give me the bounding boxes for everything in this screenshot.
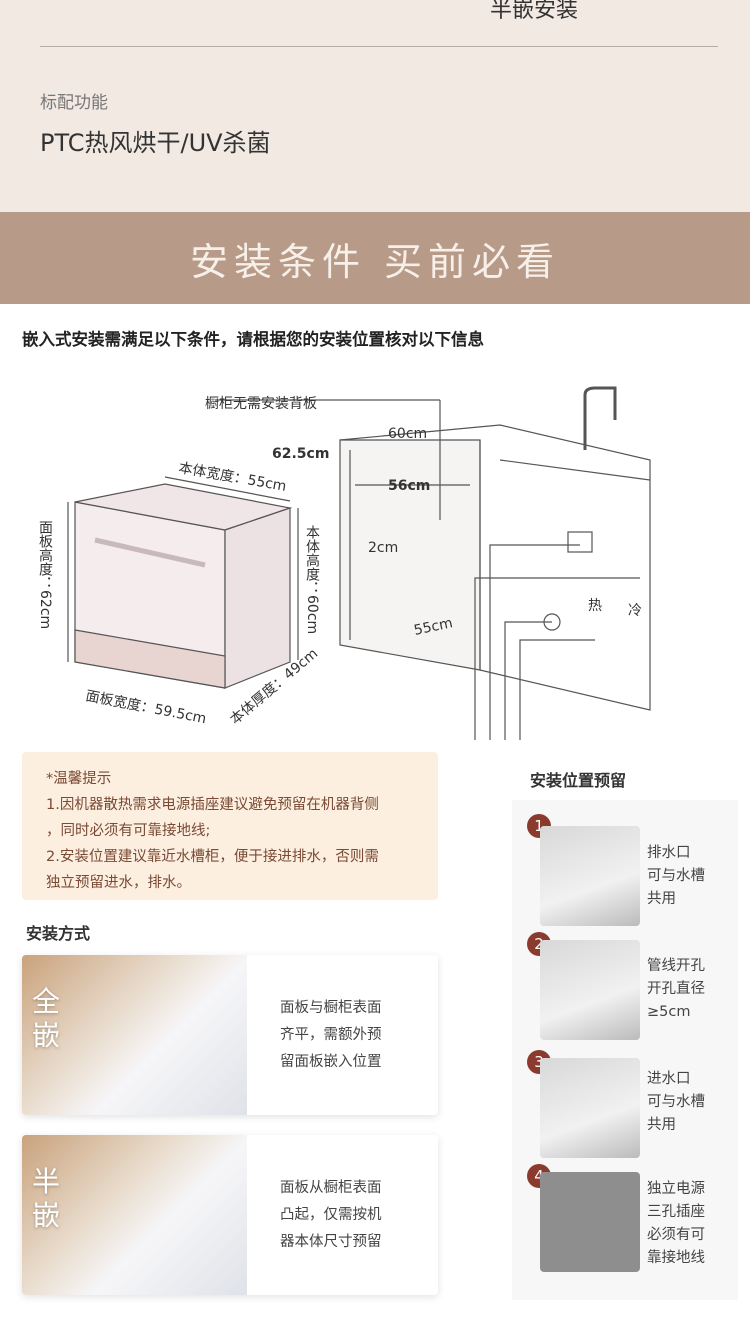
feature-value: PTC热风烘干/UV杀菌 bbox=[40, 129, 271, 157]
position-text: 共用 bbox=[647, 1117, 676, 1133]
tips-title: *温馨提示 bbox=[46, 771, 112, 787]
feature-label: 标配功能 bbox=[40, 93, 108, 113]
method-mode: 半嵌 bbox=[32, 1165, 61, 1232]
tip-1-cont: ，同时必须有可靠接地线; bbox=[46, 823, 211, 839]
position-text: 排水口 bbox=[647, 845, 691, 861]
method-card-full: 全嵌 面板与橱柜表面 齐平，需额外预 留面板嵌入位置 bbox=[22, 955, 438, 1115]
position-text: 可与水槽 bbox=[647, 868, 705, 884]
label-body-height: 本体高度：60cm bbox=[304, 525, 320, 634]
method-desc: 器本体尺寸预留 bbox=[280, 1234, 382, 1250]
socket-image bbox=[540, 1172, 640, 1272]
label-no-backboard: 橱柜无需安装背板 bbox=[205, 396, 317, 412]
method-desc: 齐平，需额外预 bbox=[280, 1027, 382, 1043]
method-desc: 面板与橱柜表面 bbox=[280, 1000, 382, 1016]
method-desc: 留面板嵌入位置 bbox=[280, 1054, 382, 1070]
label-cabinet-width: 60cm bbox=[388, 426, 427, 442]
method-mode: 全嵌 bbox=[32, 985, 61, 1052]
intro-text: 嵌入式安装需满足以下条件，请根据您的安装位置核对以下信息 bbox=[22, 330, 484, 349]
label-panel-width: 面板宽度：59.5cm bbox=[84, 687, 208, 727]
position-text: 进水口 bbox=[647, 1071, 691, 1087]
position-text: 共用 bbox=[647, 891, 676, 907]
positions-title: 安装位置预留 bbox=[530, 771, 627, 790]
drain-image bbox=[540, 826, 640, 926]
banner-title: 安装条件 买前必看 bbox=[0, 212, 750, 304]
label-panel-height: 面板高度：62cm bbox=[37, 520, 53, 629]
tips-box: *温馨提示 1.因机器散热需求电源插座建议避免预留在机器背侧 ，同时必须有可靠接… bbox=[22, 752, 438, 900]
tip-2-cont: 独立预留进水，排水。 bbox=[46, 875, 191, 891]
position-text: 靠接地线 bbox=[647, 1250, 705, 1266]
full-embed-image bbox=[22, 955, 247, 1115]
dimension-diagram: 橱柜无需安装背板 本体宽度：55cm 面板宽度：59.5cm 本体厚度：49cm… bbox=[37, 386, 651, 740]
label-hot: 热 bbox=[588, 598, 602, 614]
method-card-half: 半嵌 面板从橱柜表面 凸起，仅需按机 器本体尺寸预留 bbox=[22, 1135, 438, 1295]
position-text: 可与水槽 bbox=[647, 1094, 705, 1110]
method-desc: 面板从橱柜表面 bbox=[280, 1180, 382, 1196]
divider bbox=[40, 46, 718, 47]
label-inner-depth: 55cm bbox=[413, 615, 455, 639]
position-text: ≥5cm bbox=[647, 1004, 691, 1020]
position-text: 必须有可 bbox=[647, 1227, 705, 1243]
position-text: 三孔插座 bbox=[647, 1204, 705, 1220]
label-inner-width: 56cm bbox=[388, 478, 430, 494]
position-text: 独立电源 bbox=[647, 1181, 705, 1197]
label-cabinet-height: 62.5cm bbox=[272, 446, 329, 462]
water-inlet-image bbox=[540, 1058, 640, 1158]
pipe-hole-image bbox=[540, 940, 640, 1040]
position-text: 管线开孔 bbox=[647, 958, 705, 974]
dishwasher-side bbox=[224, 507, 291, 689]
label-gap: 2cm bbox=[368, 540, 398, 556]
tip-1: 1.因机器散热需求电源插座建议避免预留在机器背侧 bbox=[46, 797, 379, 813]
feature-section: 半嵌安装 标配功能 PTC热风烘干/UV杀菌 bbox=[0, 0, 750, 212]
tip-2: 2.安装位置建议靠近水槽柜，便于接进排水，否则需 bbox=[46, 849, 379, 865]
position-text: 开孔直径 bbox=[647, 981, 705, 997]
install-type-partial: 半嵌安装 bbox=[490, 0, 579, 23]
half-embed-image bbox=[22, 1135, 247, 1295]
method-desc: 凸起，仅需按机 bbox=[280, 1207, 382, 1223]
label-cold: 冷 bbox=[628, 603, 642, 619]
methods-title: 安装方式 bbox=[26, 924, 91, 943]
